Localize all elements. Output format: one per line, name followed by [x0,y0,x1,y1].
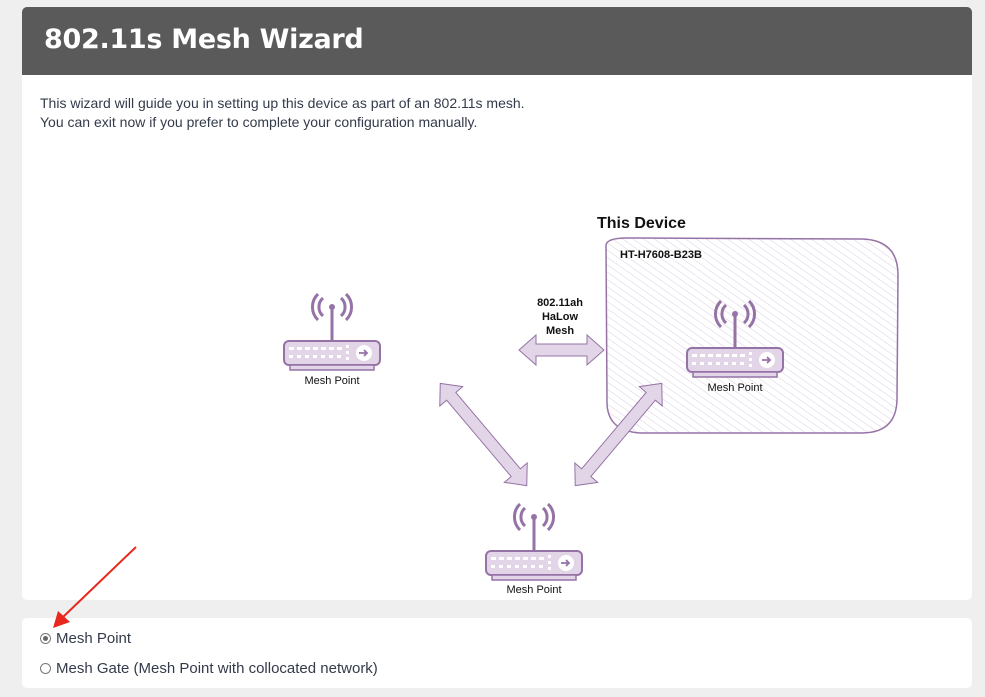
node-label-left: Mesh Point [304,375,359,387]
mesh-diagram: This Device HT-H7608-B23B 802.11ah HaLow… [282,215,899,596]
node-label-bottom: Mesh Point [506,584,561,596]
mode-selection: Mesh Point Mesh Gate (Mesh Point with co… [22,618,972,688]
page-title: 802.11s Mesh Wizard [44,24,364,55]
device-hostname: HT-H7608-B23B [620,249,702,261]
radio-mesh-gate[interactable]: Mesh Gate (Mesh Point with collocated ne… [40,660,378,677]
left-diagonal-link-arrow [439,382,528,487]
router-icon [282,292,382,372]
link-label-line-1: 802.11ah [537,297,583,309]
link-label-line-3: Mesh [546,325,574,337]
this-device-title: This Device [597,215,686,232]
router-icon [484,502,584,582]
radio-button-unchecked[interactable] [40,663,51,674]
link-label-line-2: HaLow [542,311,579,323]
radio-button-checked[interactable] [40,633,51,644]
intro-line-1: This wizard will guide you in setting up… [40,95,525,111]
intro-line-2: You can exit now if you prefer to comple… [40,114,478,130]
halow-link-arrow [518,333,605,367]
radio-label-mesh-point: Mesh Point [56,630,132,647]
this-device-box [605,237,899,434]
intro-text: This wizard will guide you in setting up… [40,94,525,132]
right-diagonal-link-arrow [574,382,663,487]
wizard-card: This wizard will guide you in setting up… [22,75,972,600]
mesh-point-node-bottom [484,502,584,582]
radio-mesh-point[interactable]: Mesh Point [40,630,131,647]
radio-label-mesh-gate: Mesh Gate (Mesh Point with collocated ne… [56,660,378,677]
page-header: 802.11s Mesh Wizard [22,7,972,75]
node-label-this-device: Mesh Point [707,382,762,394]
mesh-point-node-left [282,292,382,372]
